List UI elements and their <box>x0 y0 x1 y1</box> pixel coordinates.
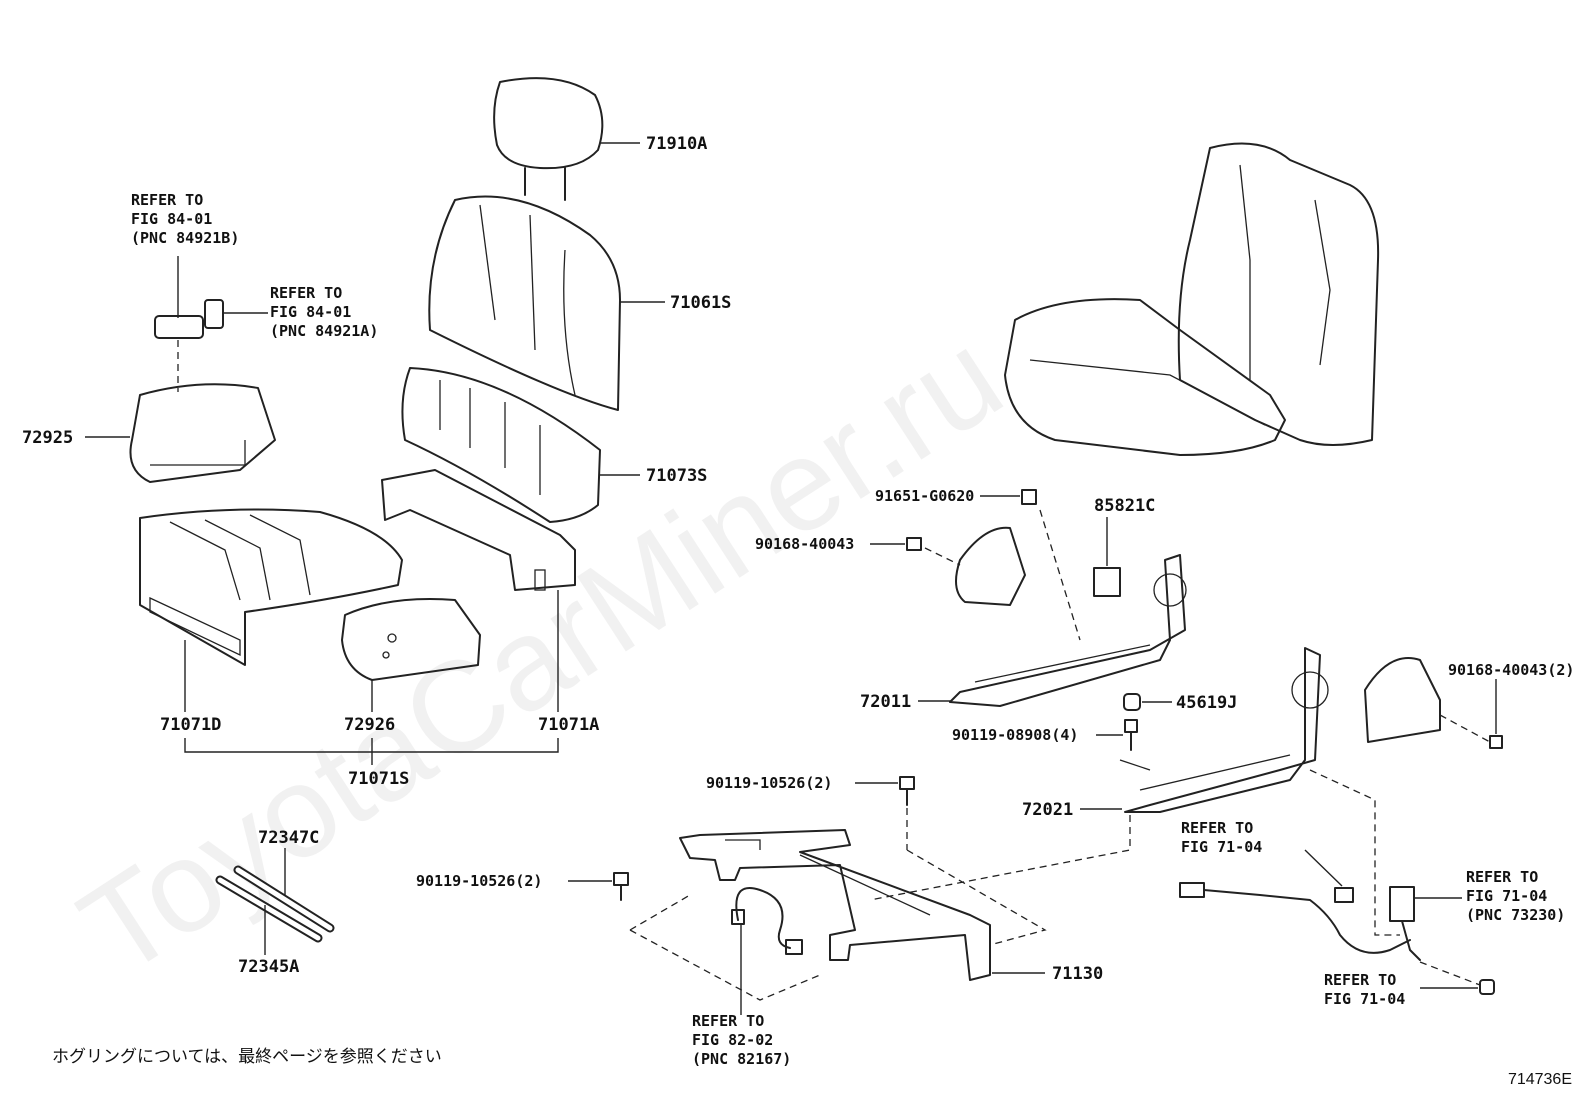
label-71061S[interactable]: 71061S <box>670 293 731 313</box>
recliner-cover-left[interactable] <box>955 526 1026 606</box>
label-90119-08908[interactable]: 90119-08908(4) <box>952 726 1078 744</box>
label-90119-10526-left[interactable]: 90119-10526(2) <box>416 872 542 890</box>
seatbelt-buckle-harness[interactable] <box>1179 882 1421 961</box>
svg-text:FIG 84-01: FIG 84-01 <box>131 210 212 228</box>
bolt-90119-10526-left[interactable] <box>613 872 629 901</box>
svg-text:FIG 71-04: FIG 71-04 <box>1324 990 1405 1008</box>
svg-text:FIG 71-04: FIG 71-04 <box>1181 838 1262 856</box>
label-90168-left[interactable]: 90168-40043 <box>755 535 854 553</box>
label-71130[interactable]: 71130 <box>1052 964 1103 984</box>
label-72345A[interactable]: 72345A <box>238 957 299 977</box>
label-90168-right[interactable]: 90168-40043(2) <box>1448 661 1574 679</box>
side-cover-72926-part[interactable] <box>341 598 481 681</box>
wire-harness-82167[interactable] <box>731 887 803 955</box>
svg-text:FIG 84-01: FIG 84-01 <box>270 303 351 321</box>
figure-code: 714736E <box>1507 1071 1572 1088</box>
ref-82167[interactable]: REFER TO FIG 82-02 (PNC 82167) <box>692 1012 791 1068</box>
label-91651[interactable]: 91651-G0620 <box>875 487 974 505</box>
ref-71-04-a[interactable]: REFER TO FIG 71-04 <box>1181 819 1262 856</box>
seatback-pad-part[interactable] <box>401 367 601 523</box>
label-71073S[interactable]: 71073S <box>646 466 707 486</box>
hog-ring-note: ホグリングについては、最終ページを参照ください <box>52 1047 442 1067</box>
seat-frame-71130[interactable] <box>679 829 991 981</box>
svg-text:REFER TO: REFER TO <box>1181 819 1253 837</box>
bolt-90168-left[interactable] <box>906 537 922 551</box>
svg-text:REFER TO: REFER TO <box>1324 971 1396 989</box>
svg-text:REFER TO: REFER TO <box>131 191 203 209</box>
rods-part[interactable] <box>215 865 335 943</box>
svg-text:FIG 71-04: FIG 71-04 <box>1466 887 1547 905</box>
label-72925[interactable]: 72925 <box>22 428 73 448</box>
seat-track-72011[interactable] <box>949 554 1187 707</box>
label-71071A[interactable]: 71071A <box>538 715 599 735</box>
switch-84921A[interactable] <box>204 299 224 329</box>
bolt-90168-right[interactable] <box>1489 679 1503 749</box>
label-71071S[interactable]: 71071S <box>348 769 409 789</box>
seat-track-72021[interactable] <box>1119 647 1329 813</box>
svg-text:REFER TO: REFER TO <box>1466 868 1538 886</box>
part-85821C[interactable] <box>1093 567 1121 597</box>
svg-text:REFER TO: REFER TO <box>692 1012 764 1030</box>
bolt-90119-10526-top[interactable] <box>899 776 915 806</box>
ref-73230[interactable]: REFER TO FIG 71-04 (PNC 73230) <box>1466 868 1565 924</box>
bolt-91651[interactable] <box>1021 489 1037 505</box>
recliner-cover-right[interactable] <box>1364 657 1441 743</box>
seat-cushion-part[interactable] <box>139 508 403 666</box>
side-shield-72925-part[interactable] <box>129 383 276 483</box>
label-71910A[interactable]: 71910A <box>646 134 707 154</box>
cap-45619J[interactable] <box>1123 693 1141 711</box>
assembled-seat-illustration <box>1004 142 1380 456</box>
ref-84921A[interactable]: REFER TO FIG 84-01 (PNC 84921A) <box>270 284 378 340</box>
nut-71-04[interactable] <box>1479 979 1495 995</box>
label-90119-10526-top[interactable]: 90119-10526(2) <box>706 774 832 792</box>
svg-text:REFER TO: REFER TO <box>270 284 342 302</box>
seat-frame-part[interactable] <box>381 469 576 591</box>
headrest-part[interactable] <box>493 77 604 201</box>
svg-text:(PNC 84921B): (PNC 84921B) <box>131 229 239 247</box>
label-72926[interactable]: 72926 <box>344 715 395 735</box>
svg-text:FIG 82-02: FIG 82-02 <box>692 1031 773 1049</box>
ref-71-04-b[interactable]: REFER TO FIG 71-04 <box>1324 971 1405 1008</box>
ref-84921B[interactable]: REFER TO FIG 84-01 (PNC 84921B) <box>131 191 239 247</box>
label-72347C[interactable]: 72347C <box>258 828 319 848</box>
svg-text:(PNC 82167): (PNC 82167) <box>692 1050 791 1068</box>
svg-text:(PNC 84921A): (PNC 84921A) <box>270 322 378 340</box>
label-72021[interactable]: 72021 <box>1022 800 1073 820</box>
switch-84921B[interactable] <box>154 315 204 339</box>
svg-text:(PNC 73230): (PNC 73230) <box>1466 906 1565 924</box>
label-72011[interactable]: 72011 <box>860 692 911 712</box>
label-71071D[interactable]: 71071D <box>160 715 221 735</box>
seatback-part[interactable] <box>428 195 621 411</box>
label-85821C[interactable]: 85821C <box>1094 496 1155 516</box>
bolt-90119-08908[interactable] <box>1124 719 1138 751</box>
label-45619J[interactable]: 45619J <box>1176 693 1237 713</box>
